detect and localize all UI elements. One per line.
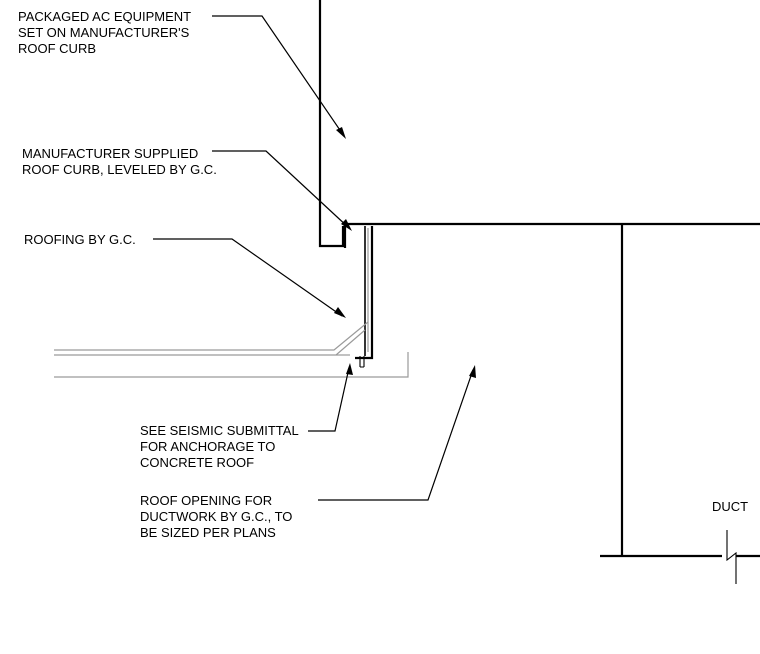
callout-seismic: SEE SEISMIC SUBMITTAL FOR ANCHORAGE TO C… [140,423,299,471]
callout-roofing: ROOFING BY G.C. [24,232,136,248]
concrete-roof-edge [54,352,409,378]
duct [600,224,760,584]
callout-roofing-line-1: ROOFING BY G.C. [24,232,136,247]
callout-curb-line-2: ROOF CURB, LEVELED BY G.C. [22,162,217,177]
callout-equipment-line-1: PACKAGED AC EQUIPMENT [18,9,192,24]
ac-equipment [318,0,345,248]
callout-curb-line-1: MANUFACTURER SUPPLIED [22,146,199,161]
leader-opening [318,365,476,501]
callout-equipment-line-3: ROOF CURB [18,41,96,56]
callout-opening-line-2: DUCTWORK BY G.C., TO [140,509,293,524]
callout-equipment: PACKAGED AC EQUIPMENT SET ON MANUFACTURE… [18,9,191,57]
callout-opening: ROOF OPENING FOR DUCTWORK BY G.C., TO BE… [140,493,292,541]
callout-seismic-line-1: SEE SEISMIC SUBMITTAL [140,423,299,438]
leader-seismic [308,363,353,432]
anchor-bolt [359,356,365,368]
callout-equipment-line-2: SET ON MANUFACTURER'S [18,25,190,40]
callout-opening-line-1: ROOF OPENING FOR [140,493,273,508]
callout-seismic-line-2: FOR ANCHORAGE TO [140,439,276,454]
callout-opening-line-3: BE SIZED PER PLANS [140,525,276,540]
callout-duct-label: DUCT [712,499,749,514]
leader-roofing [153,238,346,318]
roof-curb [343,226,374,360]
roofing-membrane [54,321,369,356]
callout-seismic-line-3: CONCRETE ROOF [140,455,255,470]
callout-curb: MANUFACTURER SUPPLIED ROOF CURB, LEVELED… [22,146,217,178]
leader-equipment [212,15,346,139]
leader-curb [212,150,352,231]
callout-duct: DUCT [712,499,748,515]
